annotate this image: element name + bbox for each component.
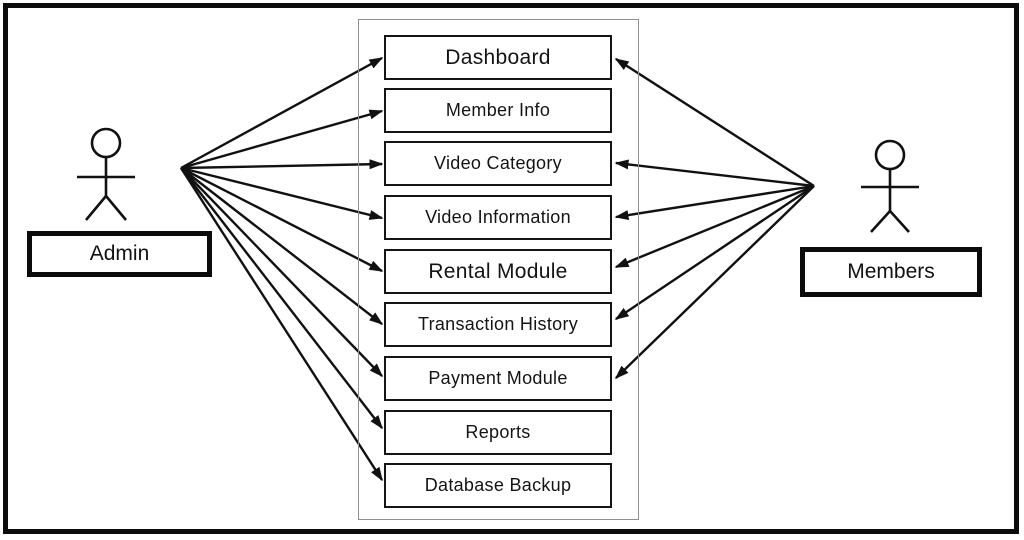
arrow-members-to-video-category [614,159,815,188]
arrow-admin-to-dashboard [180,56,384,170]
module-video-category: Video Category [384,141,612,186]
arrow-admin-to-transaction-history [180,167,384,325]
modules-container [358,19,639,520]
arrow-admin-to-video-category [180,159,384,170]
arrow-members-to-payment-module [614,185,815,380]
admin-actor-label: Admin [27,231,212,277]
module-database-backup: Database Backup [384,463,612,508]
module-reports: Reports [384,410,612,455]
arrow-admin-to-reports [180,167,383,430]
arrow-admin-to-member-info [180,109,384,170]
module-member-info: Member Info [384,88,612,133]
module-transaction-history: Transaction History [384,302,612,347]
arrow-admin-to-database-backup [179,167,384,482]
module-video-information: Video Information [384,195,612,240]
module-payment-module: Payment Module [384,356,612,401]
members-actor-icon [861,139,919,233]
arrow-admin-to-payment-module [180,167,384,378]
arrow-members-to-transaction-history [614,185,815,320]
arrow-members-to-video-information [614,184,815,221]
arrow-admin-to-video-information [180,166,384,220]
arrow-members-to-dashboard [614,57,815,188]
members-actor-label: Members [800,247,982,297]
admin-actor-icon [77,127,135,221]
module-dashboard: Dashboard [384,35,612,80]
module-rental-module: Rental Module [384,249,612,294]
arrow-members-to-rental-module [614,184,815,269]
arrow-admin-to-rental-module [180,166,384,273]
